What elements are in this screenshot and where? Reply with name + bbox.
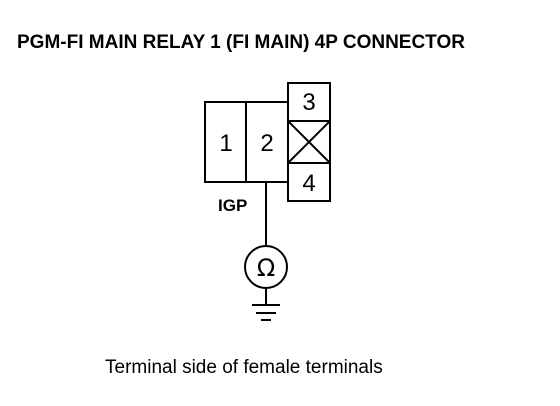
connector-right-body	[287, 82, 331, 202]
diagram-caption: Terminal side of female terminals	[105, 357, 383, 378]
pin-2-label: 2	[260, 130, 273, 157]
pin-3-label: 3	[302, 89, 315, 116]
diagram-title: PGM-FI MAIN RELAY 1 (FI MAIN) 4P CONNECT…	[17, 32, 465, 53]
signal-label: IGP	[218, 196, 247, 215]
empty-cavity-icon	[287, 120, 331, 164]
ground-symbol-icon	[252, 304, 280, 321]
ohmmeter-icon: Ω	[244, 245, 288, 289]
pin-1-label: 1	[219, 130, 232, 157]
connector-housing	[204, 82, 331, 202]
ohm-symbol: Ω	[257, 254, 275, 282]
pin-4-label: 4	[302, 170, 315, 197]
